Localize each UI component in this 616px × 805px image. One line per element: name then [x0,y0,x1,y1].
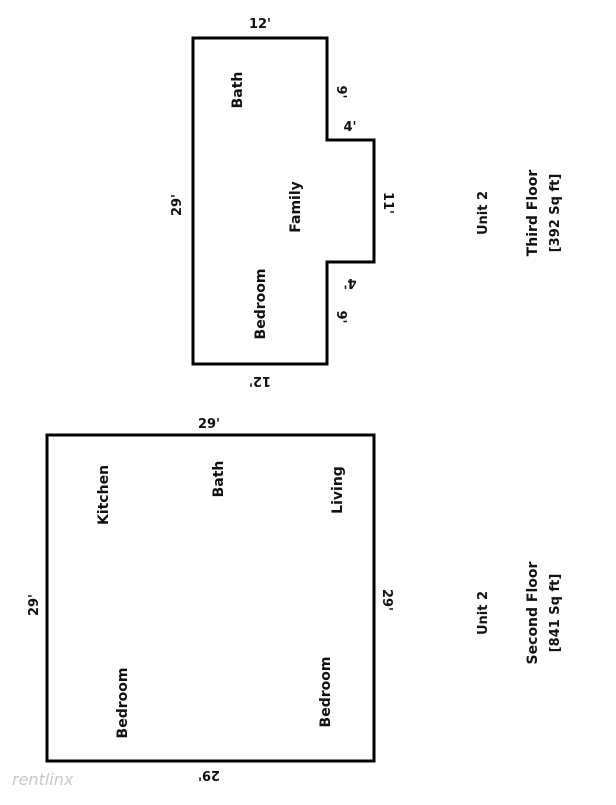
room-label-bedroom-third: Bedroom [253,269,269,340]
second-floor-dim-top: 29' [198,417,220,432]
third-floor-dim-bump-bottom: 4' [343,275,356,290]
second-floor-outline [45,433,376,763]
third-floor-outline [191,36,376,366]
room-label-living: Living [330,466,346,514]
room-label-bath-second: Bath [211,461,227,498]
room-label-bath-third: Bath [230,72,246,109]
third-floor-dim-right-lower: 9' [333,310,348,323]
second-floor-sqft: [841 Sq ft] [548,574,563,653]
third-floor-dim-left: 29' [170,194,185,216]
third-floor-dim-right-upper: 9' [333,85,348,98]
second-floor-dim-right: 29' [379,589,394,611]
second-floor-title: Second Floor [525,561,541,664]
room-label-family: Family [288,181,304,233]
third-floor-dim-bottom: 12' [249,373,271,388]
room-label-bedroom-left: Bedroom [115,668,131,739]
room-label-bedroom-right: Bedroom [318,657,334,728]
third-floor-title: Third Floor [525,170,541,257]
third-floor-dim-bump-top: 4' [343,120,356,135]
second-floor-unit-label: Unit 2 [476,591,491,635]
third-floor-unit-label: Unit 2 [476,191,491,235]
second-floor-dim-bottom: 29' [198,767,220,782]
third-floor-dim-top: 12' [249,17,271,32]
third-floor-dim-bump-side: 11' [380,192,395,214]
second-floor-dim-left: 29' [27,594,42,616]
watermark-logo: rentlinx [12,770,74,789]
room-label-kitchen: Kitchen [96,465,112,525]
third-floor-sqft: [392 Sq ft] [548,174,563,253]
